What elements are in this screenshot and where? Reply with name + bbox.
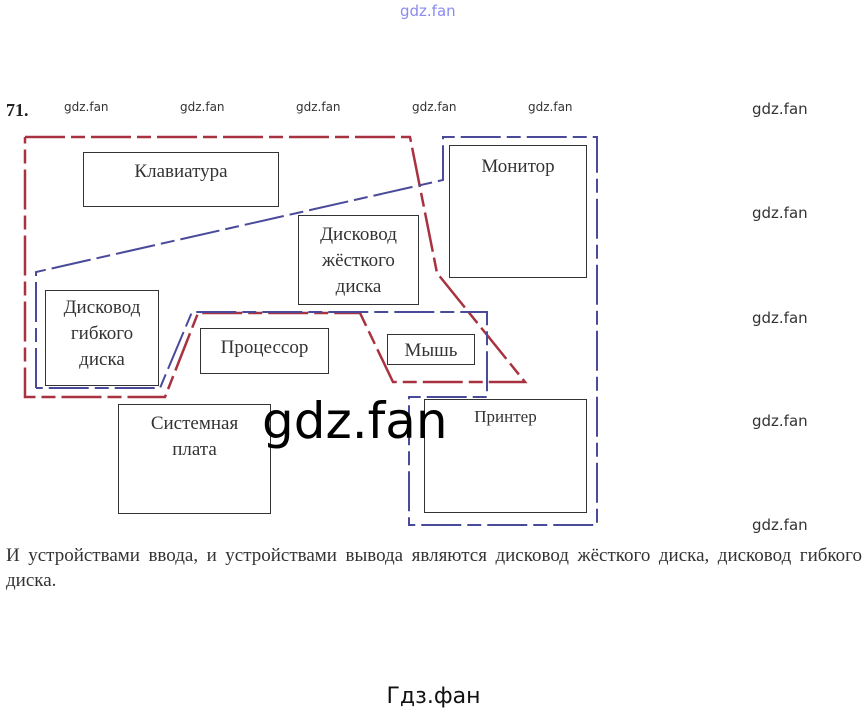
watermark: gdz.fan bbox=[412, 100, 457, 114]
watermark-top: gdz.fan bbox=[400, 2, 456, 20]
answer-text: И устройствами ввода, и устройствами выв… bbox=[6, 545, 862, 591]
device-mouse: Мышь bbox=[387, 334, 475, 365]
watermark: gdz.fan bbox=[752, 100, 808, 118]
watermark: gdz.fan bbox=[752, 412, 808, 430]
output-devices-outline bbox=[35, 136, 598, 526]
device-fdd: Дисковод гибкого диска bbox=[45, 290, 159, 386]
device-keyboard: Клавиатура bbox=[83, 152, 279, 207]
watermark: gdz.fan bbox=[64, 100, 109, 114]
device-motherboard: Системная плата bbox=[118, 404, 271, 514]
input-devices-outline bbox=[23, 135, 528, 399]
device-printer: Принтер bbox=[424, 399, 587, 513]
watermark-center: gdz.fan bbox=[262, 392, 448, 450]
watermark: gdz.fan bbox=[528, 100, 573, 114]
device-hdd: Дисковод жёсткого диска bbox=[298, 215, 419, 305]
watermark: gdz.fan bbox=[180, 100, 225, 114]
watermark: gdz.fan bbox=[296, 100, 341, 114]
watermark: gdz.fan bbox=[752, 309, 808, 327]
watermark: gdz.fan bbox=[752, 516, 808, 534]
footer-watermark: Гдз.фан bbox=[386, 684, 481, 709]
task-number: 71. bbox=[6, 100, 29, 120]
watermark: gdz.fan bbox=[752, 204, 808, 222]
device-cpu: Процессор bbox=[200, 328, 329, 374]
device-monitor: Монитор bbox=[449, 145, 587, 278]
